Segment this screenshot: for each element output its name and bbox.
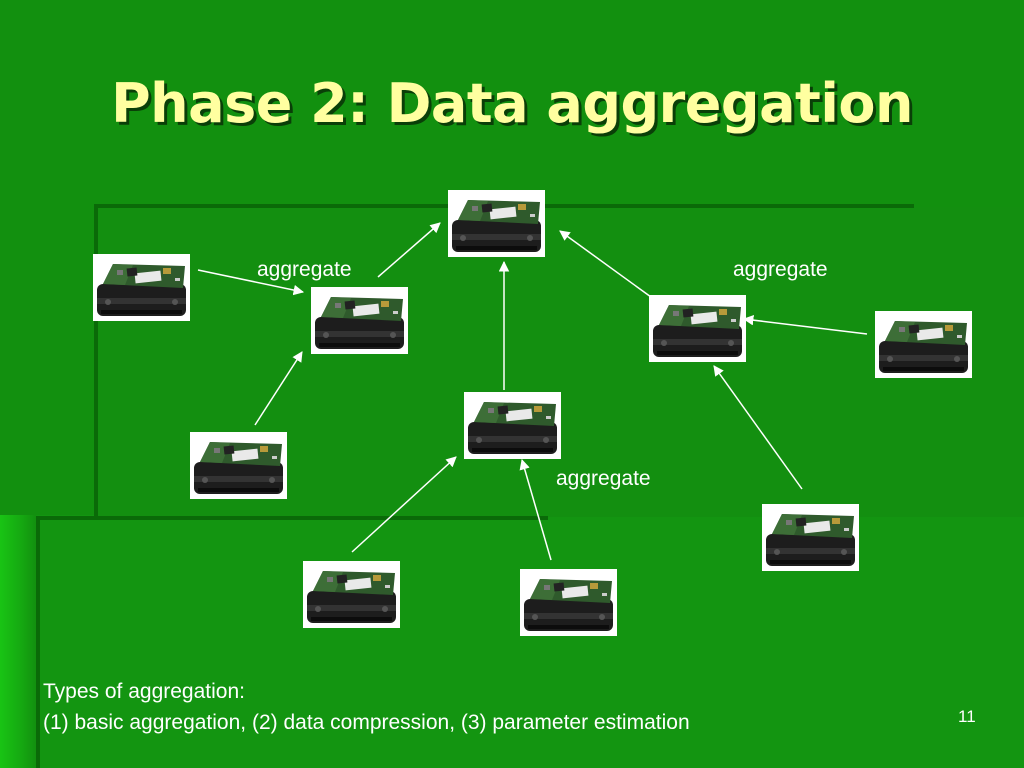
sensor-mote-icon bbox=[190, 432, 287, 499]
sensor-mote-icon bbox=[520, 569, 617, 636]
aggregate-label-left: aggregate bbox=[257, 258, 352, 281]
arrow-far-right-to-agg-right bbox=[742, 314, 868, 335]
sensor-mote-icon bbox=[311, 287, 408, 354]
arrow-left-lower-to-agg-left bbox=[254, 351, 303, 426]
sensor-mote-icon bbox=[303, 561, 400, 628]
sensor-node-leaf-bottom-center bbox=[520, 569, 617, 636]
aggregation-types-heading: Types of aggregation: bbox=[43, 680, 245, 703]
background-gradient-strip bbox=[0, 515, 36, 768]
aggregate-label-center: aggregate bbox=[556, 467, 651, 490]
background-line-vertical bbox=[94, 204, 98, 520]
arrow-bottom-center-to-agg-center bbox=[519, 458, 552, 561]
sensor-node-agg-right bbox=[649, 295, 746, 362]
sensor-mote-icon bbox=[875, 311, 972, 378]
background-line-left bbox=[36, 516, 40, 768]
slide-title: Phase 2: Data aggregation bbox=[111, 72, 913, 135]
sensor-node-leaf-far-left bbox=[93, 254, 190, 321]
aggregate-label-right: aggregate bbox=[733, 258, 828, 281]
arrow-bottom-left-to-agg-center bbox=[351, 456, 457, 553]
sensor-node-leaf-left-lower bbox=[190, 432, 287, 499]
arrow-far-left-to-agg-left bbox=[197, 269, 305, 296]
aggregation-types-text: Types of aggregation: (1) basic aggregat… bbox=[43, 676, 690, 738]
page-number: 11 bbox=[958, 707, 976, 726]
sensor-node-root bbox=[448, 190, 545, 257]
background-lower-band bbox=[36, 515, 1024, 768]
sensor-node-leaf-bottom-right bbox=[762, 504, 859, 571]
arrow-bottom-right-to-agg-right bbox=[713, 365, 803, 490]
sensor-node-agg-left bbox=[311, 287, 408, 354]
sensor-mote-icon bbox=[464, 392, 561, 459]
sensor-mote-icon bbox=[93, 254, 190, 321]
sensor-mote-icon bbox=[762, 504, 859, 571]
aggregation-types-list: (1) basic aggregation, (2) data compress… bbox=[43, 711, 690, 734]
arrow-agg-left-to-root bbox=[377, 222, 441, 278]
sensor-node-leaf-far-right bbox=[875, 311, 972, 378]
sensor-mote-icon bbox=[649, 295, 746, 362]
sensor-node-leaf-bottom-left bbox=[303, 561, 400, 628]
background-line-middle bbox=[36, 516, 548, 520]
sensor-node-agg-center bbox=[464, 392, 561, 459]
arrow-agg-right-to-root bbox=[559, 230, 652, 298]
sensor-mote-icon bbox=[448, 190, 545, 257]
